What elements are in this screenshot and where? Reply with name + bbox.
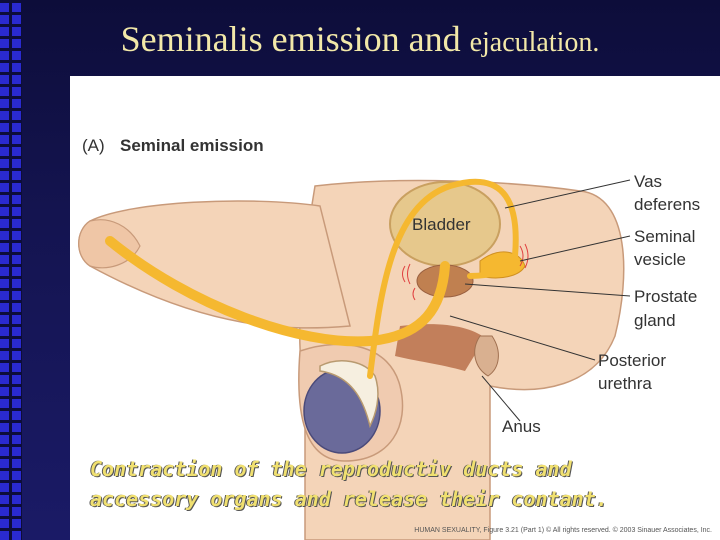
seminal-vesicle-label-1: Seminal — [634, 227, 695, 246]
rectum — [395, 324, 485, 371]
slide-title: Seminalis emission and ejaculation. — [0, 18, 720, 60]
leader-lines — [449, 179, 631, 422]
left-checker-strip — [0, 0, 22, 540]
urethra-duct — [105, 236, 450, 347]
figure-credit: HUMAN SEXUALITY, Figure 3.21 (Part 1) © … — [414, 527, 712, 534]
panel-title: Seminal emission — [120, 136, 264, 155]
caption: Contraction of the reproductiv ducts and… — [90, 454, 710, 514]
prostate-label-1: Prostate — [634, 287, 697, 306]
anatomy-diagram: (A) Seminal emission Bladder Vas deferen… — [78, 136, 700, 540]
title-main: Seminalis emission and — [120, 19, 461, 59]
posterior-urethra-label-2: urethra — [598, 374, 652, 393]
posterior-urethra-label-1: Posterior — [598, 351, 666, 370]
vas-deferens-label-1: Vas — [634, 172, 662, 191]
caption-line-1: Contraction of the reproductiv ducts and — [90, 457, 572, 481]
vas-deferens-duct — [367, 178, 519, 379]
anus-shape — [474, 335, 499, 377]
prostate-label-2: gland — [634, 311, 676, 330]
panel-label: (A) — [82, 136, 105, 155]
epididymis — [319, 360, 379, 429]
seminal-vesicle-label-2: vesicle — [634, 250, 686, 269]
vas-deferens-label-2: deferens — [634, 195, 700, 214]
diagram-panel: (A) Seminal emission Bladder Vas deferen… — [70, 76, 720, 540]
caption-line-2: accessory organs and release their conta… — [90, 487, 608, 511]
bladder-label: Bladder — [412, 215, 471, 234]
title-tail: ejaculation. — [469, 27, 600, 58]
anus-label: Anus — [502, 417, 541, 436]
contraction-marks — [402, 243, 529, 301]
